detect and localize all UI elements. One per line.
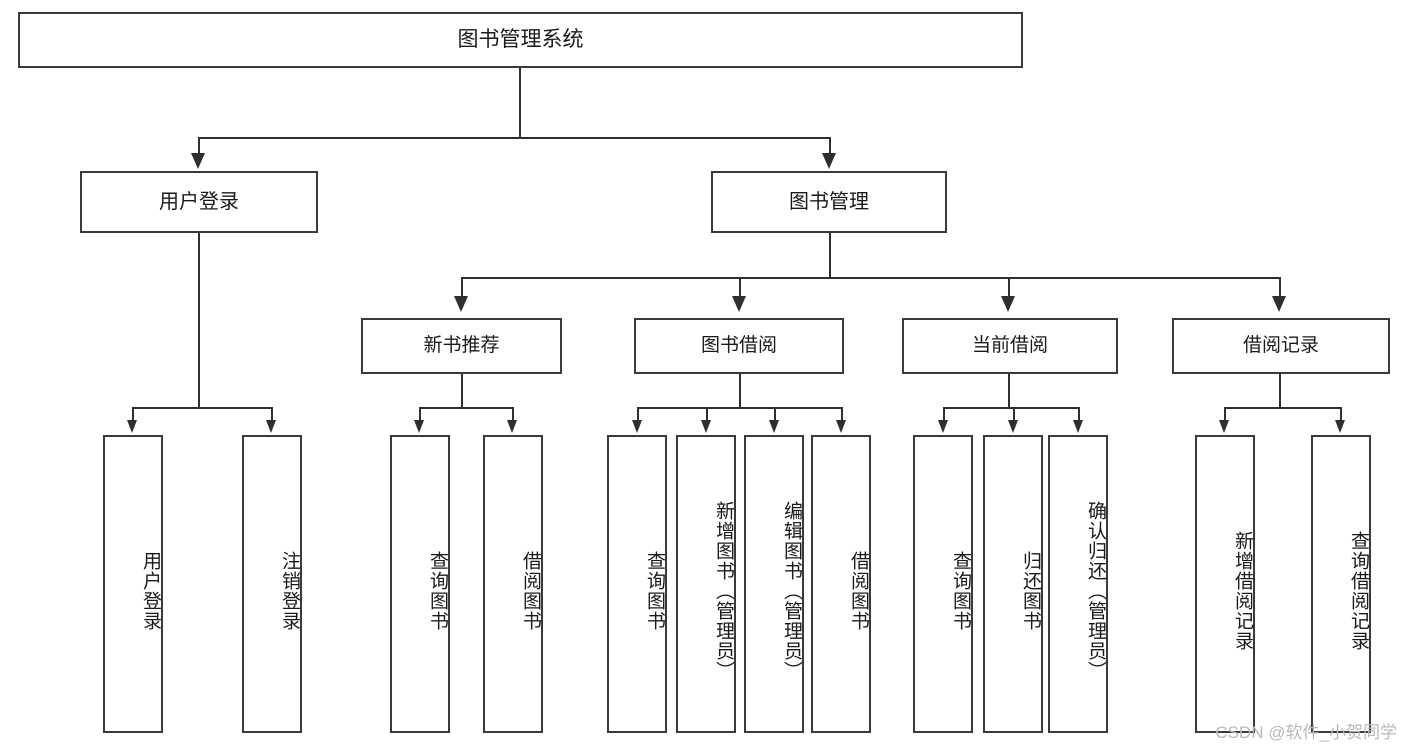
connector-bookmgmt-drop-1 xyxy=(461,277,463,299)
connector-root-to-bookmgmt xyxy=(829,137,831,157)
node-label: 新增图书（管理员） xyxy=(713,501,734,681)
arrowhead-bookborrow-leaf-1 xyxy=(632,420,642,433)
arrowhead-newbook-leaf-2 xyxy=(507,420,517,433)
node-label: 新增借阅记录 xyxy=(1232,531,1253,651)
arrowhead-bookmgmt-to-borrow xyxy=(732,296,746,312)
leaf-borrowrecord-add[interactable]: 新增借阅记录 xyxy=(1195,435,1255,733)
node-book-borrow[interactable]: 图书借阅 xyxy=(634,318,844,374)
node-label: 注销登录 xyxy=(279,551,300,631)
connector-currentborrow-stem xyxy=(1008,374,1010,408)
connector-bookborrow-bus xyxy=(637,407,842,409)
node-label: 借阅图书 xyxy=(848,551,869,631)
connector-newbook-drop-1 xyxy=(419,407,421,421)
node-current-borrow[interactable]: 当前借阅 xyxy=(902,318,1118,374)
arrowhead-bookmgmt-to-current xyxy=(1001,296,1015,312)
arrowhead-bookborrow-leaf-2 xyxy=(701,420,711,433)
node-label: 查询图书 xyxy=(644,551,665,631)
connector-userlogin-drop-2 xyxy=(271,407,273,421)
connector-currentborrow-drop-3 xyxy=(1078,407,1080,421)
connector-currentborrow-drop-1 xyxy=(943,407,945,421)
leaf-user-login-signin[interactable]: 用户登录 xyxy=(103,435,163,733)
connector-root-stem xyxy=(519,68,521,138)
connector-bookborrow-drop-1 xyxy=(637,407,639,421)
connector-newbook-bus xyxy=(419,407,513,409)
leaf-bookborrow-query[interactable]: 查询图书 xyxy=(607,435,667,733)
node-label: 新书推荐 xyxy=(423,335,500,357)
leaf-borrowrecord-query[interactable]: 查询借阅记录 xyxy=(1311,435,1371,733)
node-label: 查询借阅记录 xyxy=(1348,531,1369,651)
leaf-bookborrow-add[interactable]: 新增图书（管理员） xyxy=(676,435,736,733)
node-label: 归还图书 xyxy=(1020,551,1041,631)
node-label: 确认归还（管理员） xyxy=(1085,501,1106,681)
node-borrow-record[interactable]: 借阅记录 xyxy=(1172,318,1390,374)
arrowhead-currentborrow-leaf-2 xyxy=(1008,420,1018,433)
node-label: 图书管理 xyxy=(789,190,869,213)
node-label: 当前借阅 xyxy=(971,335,1048,357)
connector-newbook-drop-2 xyxy=(512,407,514,421)
connector-bookmgmt-drop-2 xyxy=(739,277,741,299)
arrowhead-currentborrow-leaf-3 xyxy=(1073,420,1083,433)
node-label: 用户登录 xyxy=(159,190,239,213)
arrowhead-userlogin-leaf-2 xyxy=(266,420,276,433)
leaf-bookborrow-borrow[interactable]: 借阅图书 xyxy=(811,435,871,733)
connector-userlogin-stem xyxy=(198,233,200,408)
arrowhead-borrowrecord-leaf-2 xyxy=(1335,420,1345,433)
connector-bookmgmt-drop-4 xyxy=(1279,277,1281,299)
connector-bookborrow-drop-2 xyxy=(706,407,708,421)
connector-borrowrecord-stem xyxy=(1279,374,1281,408)
connector-borrowrecord-bus xyxy=(1224,407,1341,409)
node-label: 查询图书 xyxy=(427,551,448,631)
leaf-currentborrow-return[interactable]: 归还图书 xyxy=(983,435,1043,733)
node-label: 用户登录 xyxy=(140,551,161,631)
leaf-currentborrow-query[interactable]: 查询图书 xyxy=(913,435,973,733)
leaf-user-login-signout[interactable]: 注销登录 xyxy=(242,435,302,733)
arrowhead-borrowrecord-leaf-1 xyxy=(1219,420,1229,433)
node-user-login[interactable]: 用户登录 xyxy=(80,171,318,233)
arrowhead-bookmgmt-to-newbook xyxy=(454,296,468,312)
arrowhead-bookborrow-leaf-4 xyxy=(836,420,846,433)
arrowhead-root-to-bookmgmt xyxy=(822,153,836,169)
connector-userlogin-bus xyxy=(132,407,272,409)
arrowhead-userlogin-leaf-1 xyxy=(127,420,137,433)
connector-bookborrow-drop-4 xyxy=(841,407,843,421)
connector-currentborrow-drop-2 xyxy=(1013,407,1015,421)
connector-borrowrecord-drop-1 xyxy=(1224,407,1226,421)
node-label: 图书借阅 xyxy=(700,335,777,357)
arrowhead-root-to-userlogin xyxy=(191,153,205,169)
connector-newbook-stem xyxy=(461,374,463,408)
connector-root-bus xyxy=(198,137,831,139)
connector-bookmgmt-stem xyxy=(829,233,831,278)
node-new-book-recommend[interactable]: 新书推荐 xyxy=(361,318,562,374)
connector-bookmgmt-drop-3 xyxy=(1008,277,1010,299)
connector-borrowrecord-drop-2 xyxy=(1340,407,1342,421)
leaf-newbook-query[interactable]: 查询图书 xyxy=(390,435,450,733)
node-label: 图书管理系统 xyxy=(457,28,584,52)
arrowhead-bookborrow-leaf-3 xyxy=(769,420,779,433)
leaf-currentborrow-confirm-return[interactable]: 确认归还（管理员） xyxy=(1048,435,1108,733)
connector-bookborrow-drop-3 xyxy=(774,407,776,421)
node-book-management[interactable]: 图书管理 xyxy=(711,171,947,233)
connector-currentborrow-bus xyxy=(943,407,1079,409)
arrowhead-currentborrow-leaf-1 xyxy=(938,420,948,433)
leaf-newbook-borrow[interactable]: 借阅图书 xyxy=(483,435,543,733)
node-label: 借阅记录 xyxy=(1242,335,1319,357)
leaf-bookborrow-edit[interactable]: 编辑图书（管理员） xyxy=(744,435,804,733)
node-label: 借阅图书 xyxy=(520,551,541,631)
connector-root-to-userlogin xyxy=(198,137,200,157)
arrowhead-bookmgmt-to-record xyxy=(1272,296,1286,312)
arrowhead-newbook-leaf-1 xyxy=(414,420,424,433)
node-label: 查询图书 xyxy=(950,551,971,631)
connector-bookmgmt-bus xyxy=(461,277,1280,279)
connector-bookborrow-stem xyxy=(739,374,741,408)
connector-userlogin-drop-1 xyxy=(132,407,134,421)
node-label: 编辑图书（管理员） xyxy=(781,501,802,681)
node-root-system[interactable]: 图书管理系统 xyxy=(18,12,1023,68)
